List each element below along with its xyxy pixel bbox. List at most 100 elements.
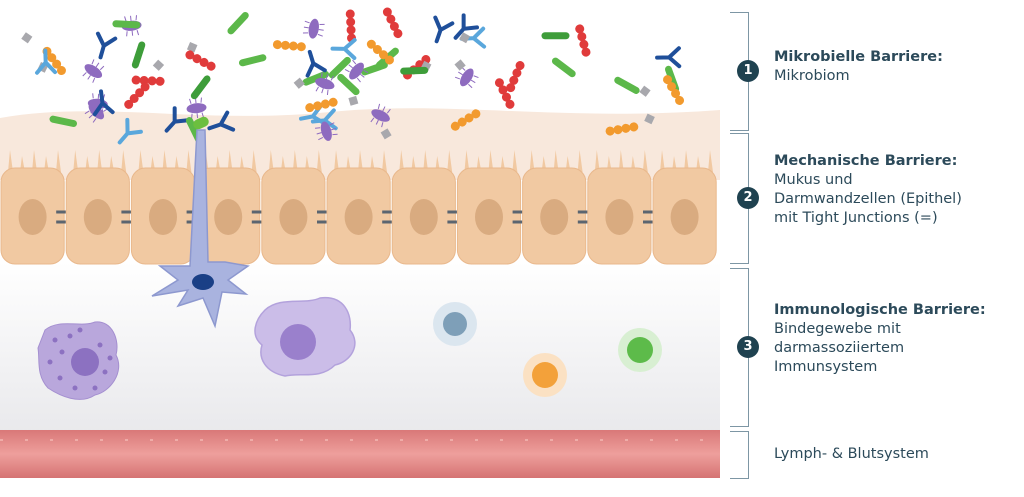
cocci-chain	[42, 46, 66, 75]
microvillus	[186, 150, 192, 172]
cocci-chain	[272, 40, 306, 52]
cocci-chain	[305, 97, 338, 113]
microvillus	[227, 150, 233, 172]
section-line: Lymph- & Blutsystem	[774, 446, 929, 462]
cocci-chain	[506, 61, 525, 93]
badge-2: 2	[737, 187, 759, 209]
rod-bacterium	[302, 70, 330, 86]
microvillus	[292, 150, 298, 172]
section-title: Mechanische Barriere:	[774, 153, 958, 169]
microvillus	[642, 150, 648, 172]
badge-3: 3	[737, 336, 759, 358]
microvillus	[488, 150, 494, 172]
section-title: Mikrobielle Barriere:	[774, 49, 943, 65]
antibody	[92, 89, 115, 117]
microvillus	[447, 150, 453, 172]
cell-nucleus	[605, 199, 634, 235]
section-title: Immunologische Barriere:	[774, 302, 986, 318]
mucus-layer	[0, 108, 720, 180]
rod-bacterium	[227, 11, 249, 35]
macrophage	[254, 297, 356, 377]
particle	[459, 32, 471, 44]
cell-nucleus	[149, 199, 177, 235]
flagellated-bacterium	[315, 121, 338, 141]
cocci-chain	[124, 82, 150, 109]
immunological-barrier-text: Immunologische Barriere: Bindegewebe mit…	[774, 301, 986, 377]
microvillus	[73, 150, 79, 172]
cell-nucleus	[475, 199, 503, 235]
particle	[639, 85, 651, 97]
particle	[21, 32, 33, 44]
antibody	[305, 49, 327, 78]
cocci-chain	[450, 109, 481, 131]
vessel-text: Lymph- & Blutsystem	[774, 445, 929, 464]
microvillus	[512, 150, 518, 172]
rod-bacterium	[400, 66, 429, 75]
mast-cell	[37, 321, 120, 400]
rod-bacterium	[551, 57, 576, 78]
antibody	[330, 37, 357, 60]
cocci-chain	[605, 122, 639, 136]
cocci-chain	[575, 24, 591, 57]
antibody	[35, 48, 58, 75]
lymphocyte-green	[618, 328, 662, 372]
antibody	[117, 117, 143, 145]
microvillus	[618, 150, 624, 172]
cocci-chain	[185, 50, 216, 71]
particle	[454, 59, 466, 71]
flagellated-bacterium	[344, 59, 369, 83]
microvillus	[529, 150, 535, 172]
cell-nucleus	[409, 199, 438, 235]
particle	[348, 95, 359, 106]
microvillus	[138, 150, 144, 172]
particle	[293, 77, 305, 89]
section-line: Mikrobiom	[774, 68, 850, 84]
blood-vessel	[0, 430, 720, 478]
microvillus	[334, 150, 339, 172]
microvillus	[97, 150, 103, 172]
microvillus	[8, 150, 13, 172]
rod-bacterium	[328, 56, 351, 79]
flagellated-bacterium	[302, 18, 325, 39]
cocci-chain	[345, 9, 356, 43]
microvillus	[32, 150, 37, 172]
microvillus	[553, 150, 559, 172]
particle	[644, 113, 655, 125]
rod-bacterium	[131, 41, 146, 69]
cocci-chain	[494, 78, 515, 109]
cocci-chain	[382, 7, 403, 39]
section-line: mit Tight Junctions (=)	[774, 210, 938, 226]
particle	[186, 41, 198, 53]
microvillus	[268, 150, 274, 172]
dendritic-cell	[151, 116, 250, 329]
microvillus	[423, 150, 429, 172]
badge-1: 1	[737, 60, 759, 82]
lymphocyte-blue	[433, 302, 477, 346]
microvillus	[56, 150, 61, 172]
antibody	[453, 13, 480, 40]
microbiome	[21, 7, 685, 145]
cell-nucleus	[670, 199, 699, 235]
particle	[152, 59, 165, 71]
bracket-vessel	[730, 431, 749, 479]
antibody	[207, 110, 236, 132]
rod-bacterium	[49, 115, 78, 128]
rod-bacterium	[360, 61, 388, 76]
legend-panel: 1 Mikrobielle Barriere: Mikrobiom 2 Mech…	[722, 0, 1024, 497]
microvillus	[577, 150, 583, 172]
microvillus	[464, 150, 470, 172]
rod-bacterium	[337, 73, 360, 96]
flagellated-bacterium	[370, 103, 391, 128]
flagellated-bacterium	[315, 72, 335, 96]
antibody	[433, 15, 455, 44]
section-line: Mukus und	[774, 172, 853, 188]
lymphocyte-orange	[523, 353, 567, 397]
cell-nucleus	[18, 199, 47, 235]
lamina-propria	[0, 262, 720, 432]
section-line: Darmwandzellen (Epithel)	[774, 191, 962, 207]
microvillus	[162, 150, 168, 172]
particle	[380, 128, 392, 140]
cell-nucleus	[83, 199, 112, 235]
microvillus	[316, 150, 322, 172]
section-line: Immunsystem	[774, 359, 878, 375]
